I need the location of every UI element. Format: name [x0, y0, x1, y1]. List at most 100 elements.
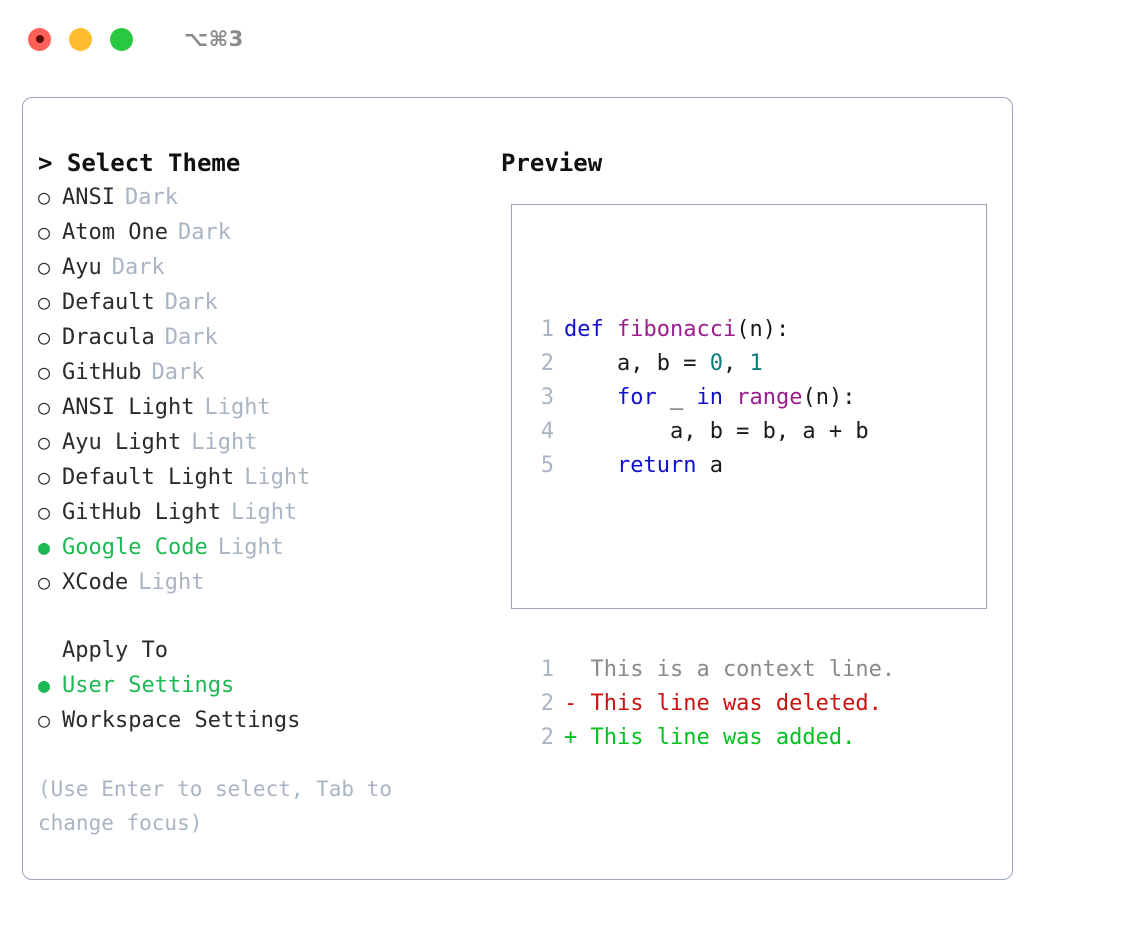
theme-option-github-light[interactable]: ○ GitHub Light Light [38, 495, 498, 530]
code-line: 5 return a [526, 449, 895, 483]
preview-column: Preview [501, 146, 1001, 180]
line-number: 2 [540, 725, 554, 750]
apply-to-option-workspace-settings[interactable]: ○ Workspace Settings [38, 703, 498, 738]
theme-option-ansi-light[interactable]: ○ ANSI Light Light [38, 390, 498, 425]
token-num: 0 [709, 351, 723, 376]
token-pl: a, b = [564, 351, 710, 376]
theme-name: Atom One [62, 220, 168, 245]
radio-unselected-icon: ○ [38, 465, 51, 489]
diff-line: 1 This is a context line. [526, 653, 895, 687]
line-number: 1 [540, 657, 554, 682]
line-number: 5 [540, 453, 554, 478]
token-pl [564, 453, 617, 478]
token-num: 1 [749, 351, 763, 376]
theme-variant-tag: Light [191, 430, 258, 455]
minimize-button[interactable] [69, 27, 92, 51]
theme-variant-tag: Light [230, 500, 298, 525]
code-text: def fibonacci(n): [554, 313, 789, 347]
token-pl: , [722, 351, 750, 376]
line-number: 1 [540, 317, 554, 342]
diff-line: 2 - This line was deleted. [526, 687, 895, 721]
theme-name: Ayu [62, 255, 102, 280]
token-pl: _ [656, 385, 697, 410]
line-number: 2 [540, 691, 554, 716]
theme-name: Default Light [62, 465, 235, 490]
diff-text: + This line was added. [564, 725, 856, 750]
token-kw: in [696, 385, 723, 410]
theme-option-dracula[interactable]: ○ Dracula Dark [38, 320, 498, 355]
radio-unselected-icon: ○ [38, 395, 51, 419]
title-bar: ⌥⌘3 [0, 0, 1140, 78]
theme-name: ANSI [62, 185, 115, 210]
radio-unselected-icon: ○ [38, 500, 51, 524]
theme-option-atom-one[interactable]: ○ Atom One Dark [38, 215, 498, 250]
apply-to-list: ●User Settings ○ Workspace Settings [38, 668, 498, 738]
theme-option-ayu-light[interactable]: ○ Ayu Light Light [38, 425, 498, 460]
theme-variant-tag: Light [244, 465, 311, 490]
radio-unselected-icon: ○ [38, 360, 51, 384]
theme-name: ANSI Light [62, 395, 195, 420]
line-number: 3 [540, 385, 554, 410]
maximize-button[interactable] [110, 27, 133, 51]
code-line: 4 a, b = b, a + b [526, 415, 895, 449]
theme-variant-tag: Dark [164, 325, 218, 350]
code-text: a, b = 0, 1 [554, 347, 763, 381]
line-number: 2 [540, 351, 554, 376]
token-pl [564, 385, 617, 410]
list-spacer [38, 600, 498, 634]
apply-to-option-user-settings[interactable]: ●User Settings [38, 668, 498, 703]
theme-option-default-light[interactable]: ○ Default Light Light [38, 460, 498, 495]
token-fn: fibonacci [617, 317, 737, 342]
radio-unselected-icon: ○ [38, 220, 51, 244]
code-text: a, b = b, a + b [554, 415, 869, 449]
theme-name: Default [62, 290, 155, 315]
theme-name: Dracula [62, 325, 155, 350]
theme-name: GitHub Light [62, 500, 221, 525]
theme-name: Ayu Light [62, 430, 182, 455]
diff-text: - This line was deleted. [564, 691, 882, 716]
code-text: return a [554, 449, 723, 483]
radio-unselected-icon: ○ [38, 325, 51, 349]
token-pl: a [696, 453, 723, 478]
token-fn: range [736, 385, 803, 410]
theme-variant-tag: Dark [177, 220, 231, 245]
theme-variant-tag: Dark [111, 255, 165, 280]
theme-name: XCode [62, 570, 129, 595]
token-kw: for [616, 385, 657, 410]
diff-text: This is a context line. [564, 657, 896, 682]
radio-unselected-icon: ○ [38, 430, 51, 454]
apply-to-heading: Apply To [62, 638, 168, 663]
theme-option-default[interactable]: ○ Default Dark [38, 285, 498, 320]
close-button[interactable] [28, 27, 51, 51]
preview-heading: Preview [501, 149, 603, 177]
token-pl: (n): [736, 317, 790, 342]
theme-variant-tag: Light [204, 395, 271, 420]
radio-unselected-icon: ○ [38, 708, 51, 732]
traffic-light-group [28, 27, 133, 51]
token-pl [723, 385, 736, 410]
diff-line: 2 + This line was added. [526, 721, 895, 755]
apply-to-label: Workspace Settings [62, 708, 301, 733]
token-kw: def [564, 317, 604, 342]
theme-variant-tag: Dark [124, 185, 178, 210]
code-gap [526, 551, 895, 585]
token-kw: return [616, 453, 697, 478]
apply-to-label: User Settings [62, 673, 235, 698]
line-number: 4 [540, 419, 554, 444]
diff-sample: 1 This is a context line. 2 - This line wa… [526, 653, 895, 755]
radio-unselected-icon: ○ [38, 290, 51, 314]
theme-variant-tag: Light [138, 570, 205, 595]
theme-variant-tag: Dark [164, 290, 218, 315]
